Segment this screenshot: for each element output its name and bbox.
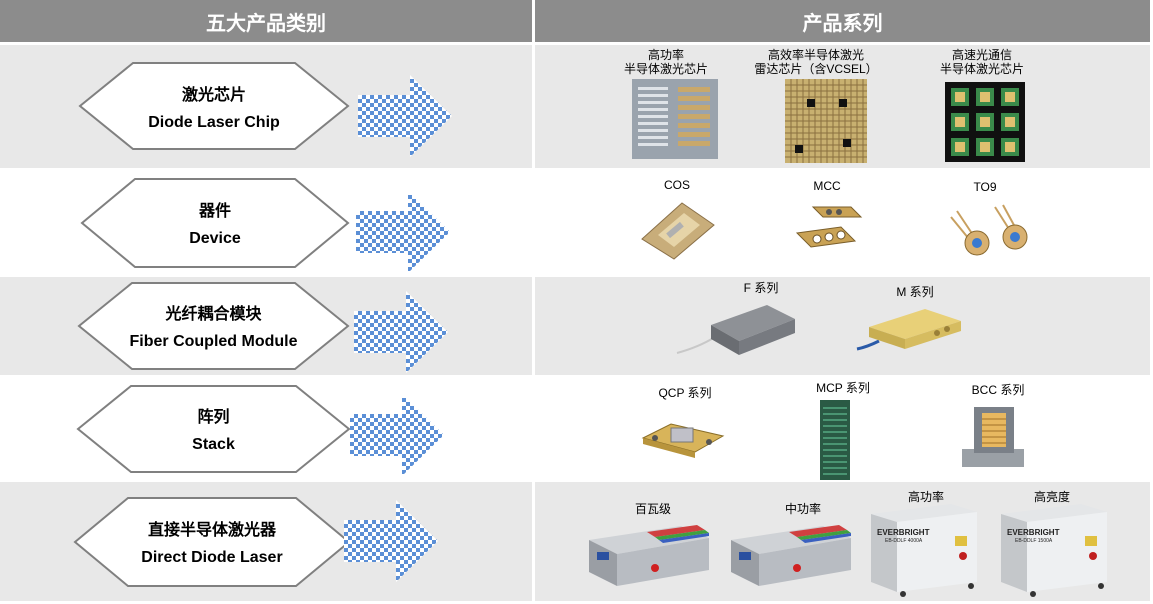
cabinet-brand-label: EVERBRIGHT <box>877 528 930 537</box>
cos-submount-icon <box>641 202 715 260</box>
product-label: 百瓦级 <box>634 502 671 516</box>
rack-laser-icon <box>589 525 709 586</box>
category-name-en: Stack <box>192 436 235 453</box>
category-hexagon: 阵列 Stack <box>76 384 351 474</box>
left-header-title: 五大产品类别 <box>206 12 326 35</box>
category-hexagon: 光纤耦合模块 Fiber Coupled Module <box>77 281 350 371</box>
category-name-en: Direct Diode Laser <box>141 549 283 566</box>
cabinet-model-label: EB-DDLF 1500A <box>1015 538 1053 544</box>
product-label: M 系列 <box>896 285 934 299</box>
category-row-module: 光纤耦合模块 Fiber Coupled Module <box>0 277 532 375</box>
product-label: TO9 <box>973 180 997 194</box>
product-label: 高效率半导体激光雷达芯片（含VCSEL） <box>754 48 878 76</box>
products-row-module: F 系列 M 系列 <box>535 277 1150 375</box>
product-label: MCC <box>813 179 841 193</box>
checkered-arrow-icon <box>354 291 448 373</box>
category-row-ddl: 直接半导体激光器 Direct Diode Laser <box>0 482 532 601</box>
checkered-arrow-icon <box>350 394 444 476</box>
checkered-arrow-icon <box>344 500 438 582</box>
checkered-arrow-icon <box>356 191 450 273</box>
product-label: MCP 系列 <box>816 381 870 395</box>
category-row-device: 器件 Device <box>0 171 532 274</box>
telecom-chip-grid-icon <box>945 82 1025 162</box>
cabinet-laser-icon: EVERBRIGHT EB-DDLF 1500A <box>1001 504 1109 598</box>
products-row-chip: 高功率半导体激光芯片 高效率半导体激光雷达芯片（含VCSEL） <box>535 45 1150 168</box>
checkered-arrow-icon <box>358 75 452 157</box>
rack-laser-icon <box>731 525 851 586</box>
vcsel-wafer-icon <box>785 79 867 163</box>
chip-bar-array-icon <box>632 79 718 159</box>
product-label: 高亮度 <box>1033 490 1070 504</box>
category-name-zh: 阵列 <box>197 409 230 426</box>
category-hexagon: 器件 Device <box>80 177 350 269</box>
product-label: COS <box>663 178 690 192</box>
category-name-zh: 器件 <box>198 203 231 220</box>
fiber-module-gold-icon <box>856 309 961 351</box>
category-hexagon: 激光芯片 Diode Laser Chip <box>78 61 350 151</box>
product-label: 高功率半导体激光芯片 <box>623 48 708 76</box>
product-label: BCC 系列 <box>971 383 1025 397</box>
category-row-stack: 阵列 Stack <box>0 378 532 479</box>
product-label: 中功率 <box>784 502 821 516</box>
category-name-en: Diode Laser Chip <box>148 114 280 131</box>
product-label: 高速光通信半导体激光芯片 <box>939 48 1024 76</box>
cabinet-model-label: EB-DDLF 4000A <box>885 538 923 544</box>
to-can-icon <box>950 204 1028 256</box>
category-name-zh: 激光芯片 <box>181 87 246 104</box>
left-header: 五大产品类别 <box>0 0 532 42</box>
category-name-zh: 光纤耦合模块 <box>165 306 262 323</box>
product-label: 高功率 <box>907 490 944 504</box>
category-name-en: Device <box>189 230 241 247</box>
category-name-zh: 直接半导体激光器 <box>147 522 276 539</box>
cabinet-laser-icon: EVERBRIGHT EB-DDLF 4000A <box>871 504 979 598</box>
category-hexagon: 直接半导体激光器 Direct Diode Laser <box>73 496 351 588</box>
product-label: QCP 系列 <box>658 386 712 400</box>
category-row-chip: 激光芯片 Diode Laser Chip <box>0 45 532 168</box>
cabinet-brand-label: EVERBRIGHT <box>1007 528 1060 537</box>
bcc-stack-icon <box>962 407 1024 467</box>
products-row-stack: QCP 系列 MCP 系列 BCC 系列 <box>535 378 1150 480</box>
right-header: 产品系列 <box>535 0 1150 42</box>
mcp-stack-icon <box>820 400 850 480</box>
qcp-stack-icon <box>641 423 725 458</box>
products-row-ddl: 百瓦级 中功率 高功率 EVERBRIGHT EB-DDLF 4000A <box>535 482 1150 601</box>
right-header-title: 产品系列 <box>802 12 883 35</box>
category-name-en: Fiber Coupled Module <box>129 333 298 350</box>
mcc-mount-icon <box>795 206 863 248</box>
fiber-module-gray-icon <box>676 305 795 355</box>
products-row-device: COS MCC TO9 <box>535 171 1150 274</box>
product-label: F 系列 <box>743 281 779 295</box>
